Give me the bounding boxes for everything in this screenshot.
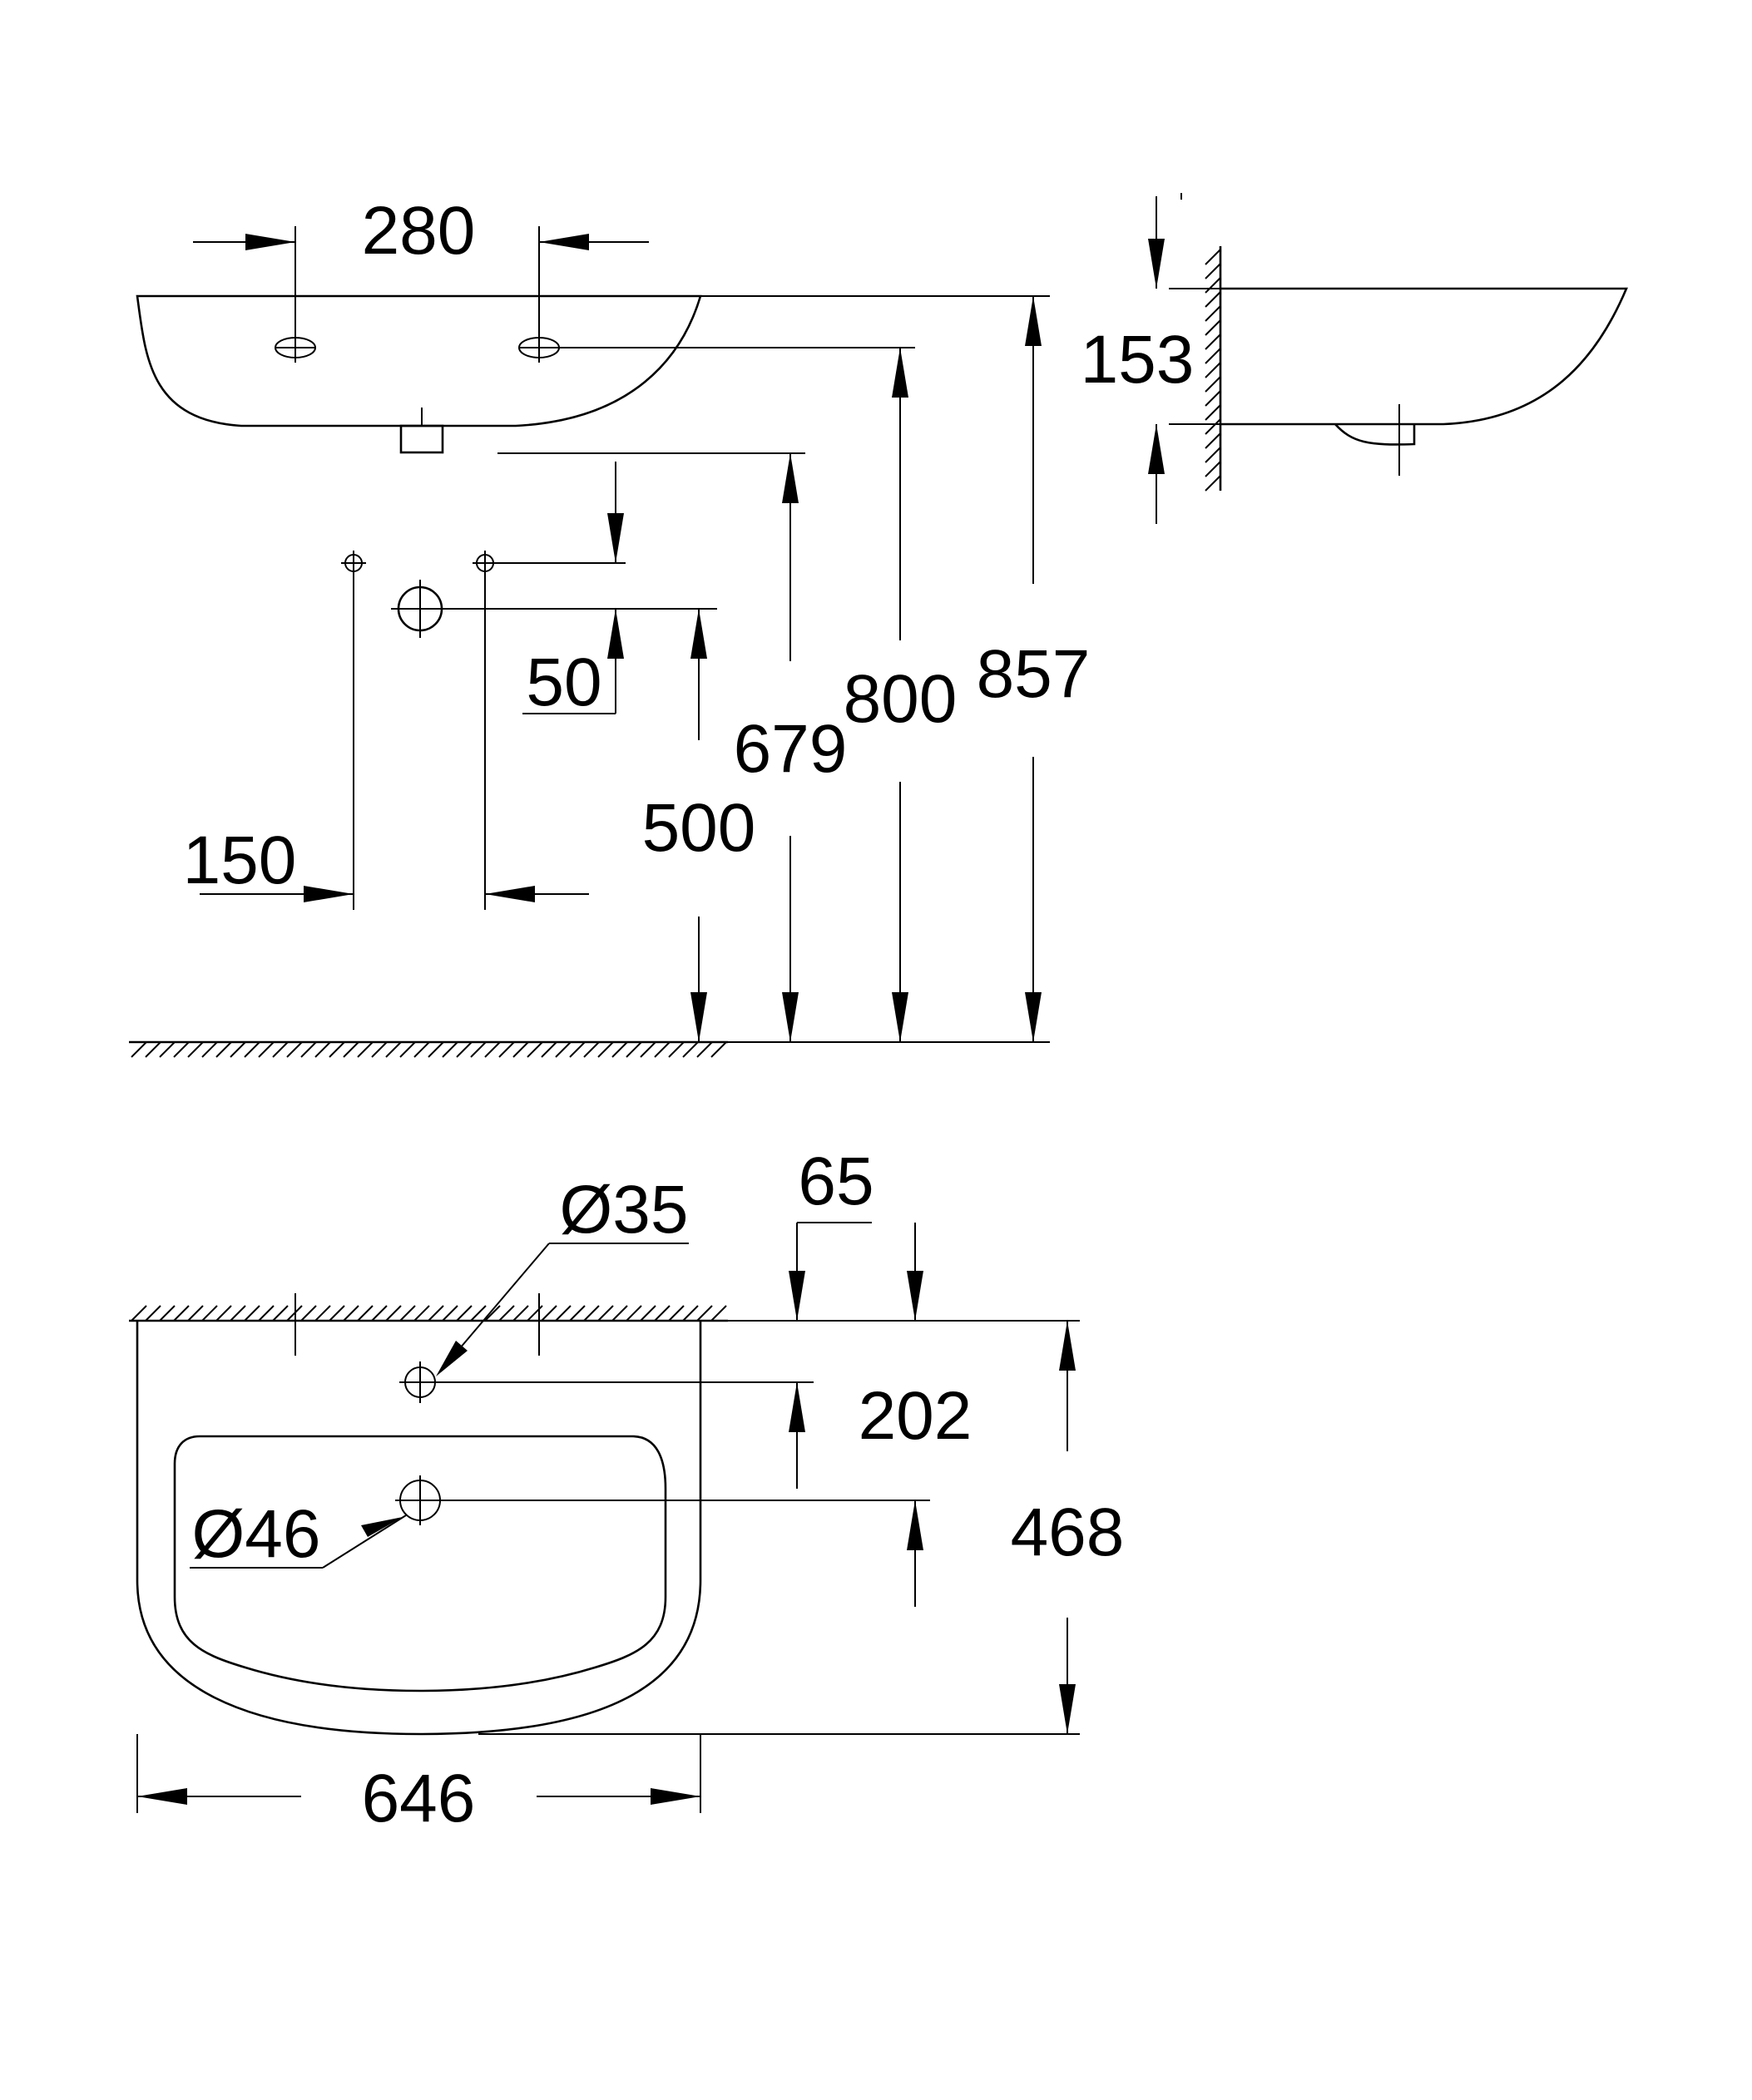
drain-hole-icon [395,1475,445,1525]
dim-diameter-46-label: Ø46 [192,1496,321,1572]
dim-800-label: 800 [844,661,958,737]
dim-280-label: 280 [362,193,476,269]
front-view: 280 150 50 [129,193,1091,1058]
bracket-hole-left-icon [341,551,366,576]
waste-wall-hole-icon [391,580,449,638]
dim-diameter-35-label: Ø35 [560,1172,689,1248]
waste-outlet [399,424,444,454]
dim-679-label: 679 [734,711,848,787]
basin-top-outer-outline [136,1321,702,1736]
dim-857-label: 857 [977,636,1091,712]
dim-468-label: 468 [1011,1495,1125,1570]
dim-50-label: 50 [526,645,601,720]
tap-hole-icon [399,1361,441,1403]
top-view: Ø35 Ø46 65 202 468 [129,1144,1124,1836]
dim-150-label: 150 [183,823,297,898]
dim-65-label: 65 [798,1144,874,1219]
dim-202-label: 202 [859,1378,973,1454]
basin-side-outline [1220,287,1628,426]
basin-front-outline [136,294,702,427]
dim-500-label: 500 [642,790,756,866]
bracket-hole-right-icon [473,551,497,576]
dim-646-label: 646 [362,1761,476,1836]
tap-hole-left-icon [275,333,316,363]
tap-hole-right-icon [518,333,560,363]
basin-bowl-outline [173,1435,667,1692]
floor-hatching [129,1040,728,1058]
side-view: 153 [1081,193,1628,524]
dim-153-label: 153 [1081,322,1195,398]
